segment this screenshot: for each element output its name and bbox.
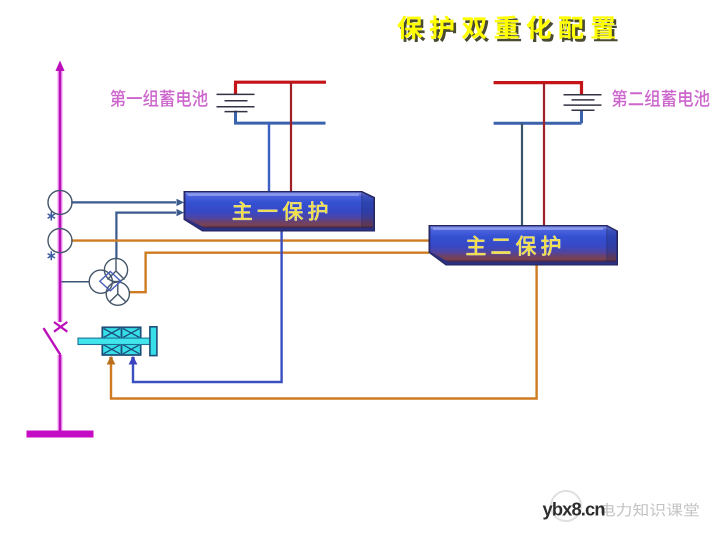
- svg-text:ybx8.cn: ybx8.cn: [543, 499, 606, 520]
